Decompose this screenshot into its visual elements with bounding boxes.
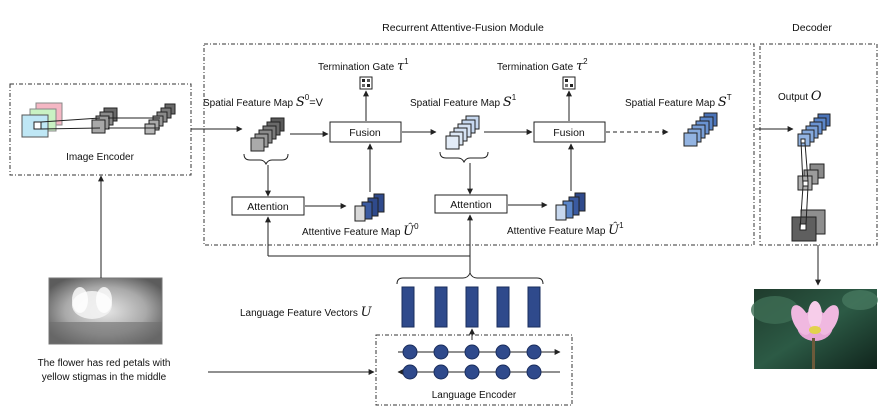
language-vectors-label: Language Feature Vectors U bbox=[240, 305, 373, 320]
attention-box-2 bbox=[434, 194, 508, 214]
fusion-label-1: Fusion bbox=[349, 127, 381, 139]
image-encoder-connectors bbox=[40, 117, 160, 130]
attention-box-1 bbox=[231, 196, 305, 216]
fusion-box-1 bbox=[329, 121, 402, 143]
rnn-node bbox=[526, 344, 542, 360]
spatial-map-st-stack bbox=[683, 112, 718, 147]
output-image bbox=[751, 289, 878, 369]
output-label: Output O bbox=[778, 89, 822, 104]
module-title: Recurrent Attentive-Fusion Module bbox=[382, 22, 544, 34]
decoder-title: Decoder bbox=[792, 22, 832, 34]
attention-label-1: Attention bbox=[247, 201, 289, 213]
module-frame bbox=[203, 43, 755, 246]
rnn-node bbox=[464, 344, 480, 360]
image-encoder-input-stack bbox=[21, 102, 63, 138]
language-encoder-frame bbox=[375, 334, 573, 406]
decoder-connectors bbox=[799, 140, 809, 231]
rnn-node bbox=[433, 364, 449, 380]
attentive-map-u1-stack bbox=[555, 192, 586, 221]
spatial-map-s0-label: Spatial Feature Map S0=V bbox=[203, 93, 324, 110]
brace-s1 bbox=[439, 151, 489, 164]
termination-gate-1-icon bbox=[359, 76, 373, 90]
decoder-upsample-stack-2 bbox=[791, 209, 826, 242]
attentive-map-u0-label: Attentive Feature Map Û0 bbox=[302, 222, 419, 239]
rnn-node bbox=[464, 364, 480, 380]
language-encoder-label: Language Encoder bbox=[432, 390, 517, 401]
language-vector-bar bbox=[434, 286, 448, 328]
attentive-map-u0-stack bbox=[354, 193, 385, 222]
termination-gate-1-label: Termination Gate τ1 bbox=[318, 57, 409, 74]
spatial-map-s0-stack bbox=[250, 117, 285, 152]
language-feature-vectors bbox=[401, 286, 541, 328]
rnn-node bbox=[402, 344, 418, 360]
termination-gate-2-icon bbox=[562, 76, 576, 90]
spatial-map-st-label: Spatial Feature Map ST bbox=[625, 93, 732, 110]
rnn-node bbox=[495, 344, 511, 360]
language-vector-bar bbox=[401, 286, 415, 328]
language-vector-bar bbox=[465, 286, 479, 328]
spatial-map-s1-label: Spatial Feature Map S1 bbox=[410, 93, 517, 110]
image-encoder-feature-stack-2 bbox=[144, 103, 176, 135]
image-encoder-label: Image Encoder bbox=[66, 152, 134, 163]
language-vector-bar bbox=[527, 286, 541, 328]
caption-line-2: yellow stigmas in the middle bbox=[42, 372, 167, 383]
rnn-node bbox=[526, 364, 542, 380]
rnn-node bbox=[433, 344, 449, 360]
brace-s0 bbox=[243, 153, 289, 166]
decoder-output-stack bbox=[797, 113, 831, 147]
image-encoder-feature-stack-1 bbox=[91, 107, 118, 134]
rnn-node bbox=[402, 364, 418, 380]
attention-label-2: Attention bbox=[450, 199, 492, 211]
termination-gate-2-label: Termination Gate τ2 bbox=[497, 57, 588, 74]
brace-language-vectors bbox=[396, 271, 544, 285]
decoder-frame bbox=[759, 43, 878, 246]
fusion-box-2 bbox=[533, 121, 606, 143]
language-encoder-rnn bbox=[397, 344, 561, 380]
spatial-map-s1-stack bbox=[445, 115, 480, 150]
caption-line-1: The flower has red petals with bbox=[38, 358, 171, 369]
fusion-label-2: Fusion bbox=[553, 127, 585, 139]
attentive-map-u1-label: Attentive Feature Map Û1 bbox=[507, 221, 624, 238]
rnn-node bbox=[495, 364, 511, 380]
input-image bbox=[48, 277, 163, 345]
language-vector-bar bbox=[496, 286, 510, 328]
